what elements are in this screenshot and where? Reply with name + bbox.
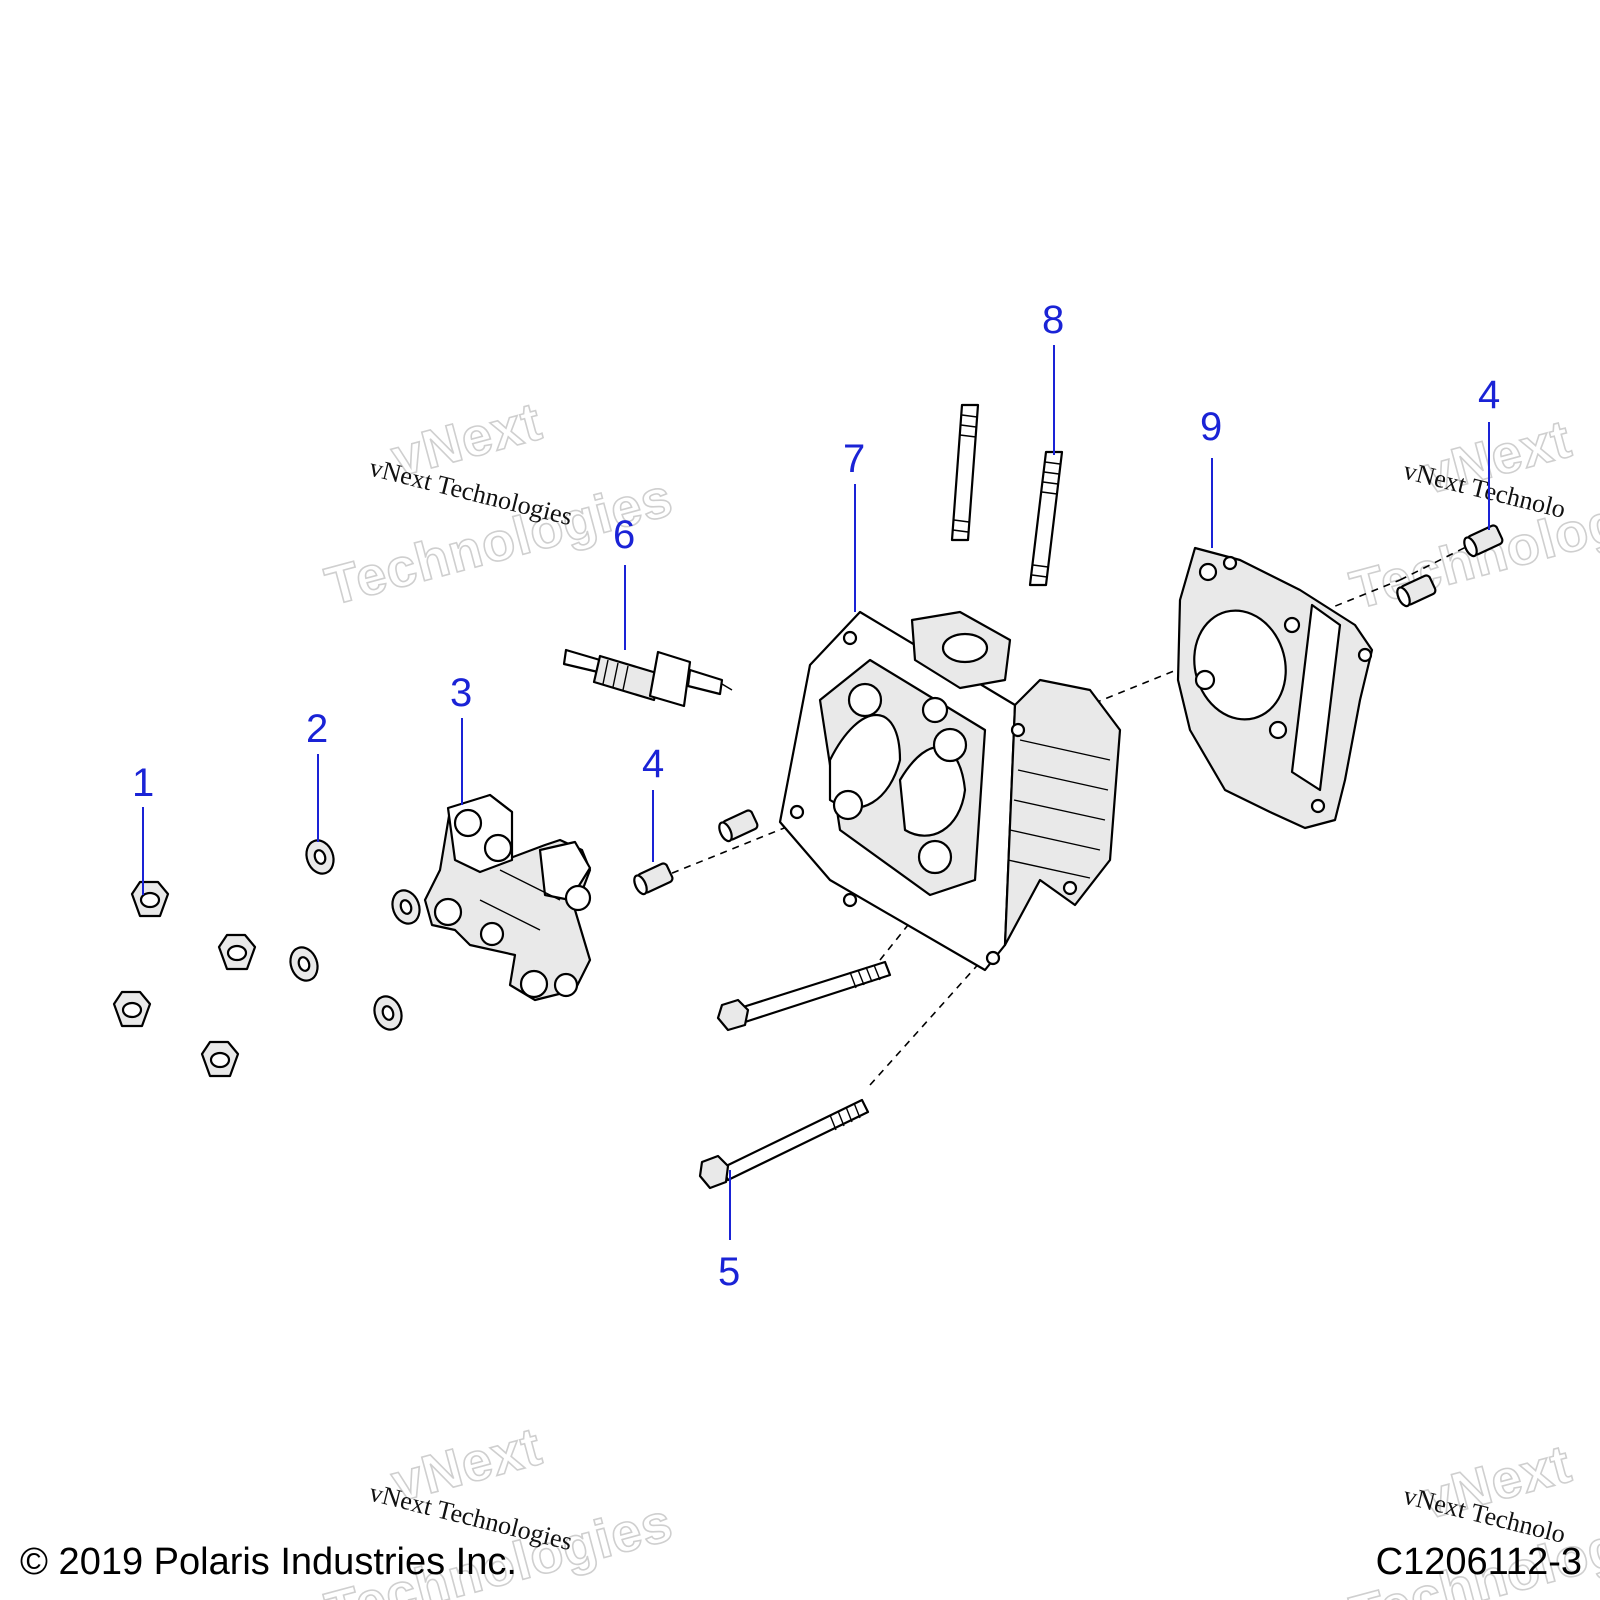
callout-1: 1 [132,761,154,805]
bolt-lower [698,1098,870,1190]
dowel-pin [633,862,674,896]
nut [200,1040,240,1078]
part-2-washers [289,839,421,1031]
watermark-top-right: vNext Technolog vNext Technolo [1344,408,1600,622]
part-7-cylinder-head [778,610,1122,972]
callout-leaders [142,345,1490,1240]
stud [950,403,980,542]
callout-7: 7 [843,437,865,481]
nut [130,880,170,918]
callout-5: 5 [718,1250,740,1294]
washer [305,839,335,875]
callout-2: 2 [306,707,328,751]
callout-4-left: 4 [642,742,664,786]
bolt-upper [716,960,892,1032]
part-3-rocker-bracket [423,793,592,1002]
part-5-bolts [698,960,892,1190]
callout-4-right: 4 [1478,373,1500,417]
washer [373,995,403,1031]
copyright-text: © 2019 Polaris Industries Inc. [20,1541,517,1583]
callout-numbers: 1 2 3 4 4 5 6 7 8 9 [132,298,1500,1294]
figure-id: C1206112-3 [1376,1541,1582,1583]
part-4-dowel-pins [633,524,1504,896]
dowel-pin [1396,574,1437,608]
callout-8: 8 [1042,298,1064,342]
callout-6: 6 [613,513,635,557]
nut [112,990,152,1028]
washer [391,889,421,925]
part-8-studs [950,403,1064,587]
callout-3: 3 [450,671,472,715]
washer [289,946,319,982]
dowel-pin [1463,524,1504,558]
part-6-spark-plug [562,648,733,708]
dowel-pin [718,809,759,843]
part-1-nuts [112,880,257,1078]
part-9-head-gasket [1176,546,1374,830]
stud [1028,450,1064,587]
nut [217,933,257,971]
callout-9: 9 [1200,405,1222,449]
